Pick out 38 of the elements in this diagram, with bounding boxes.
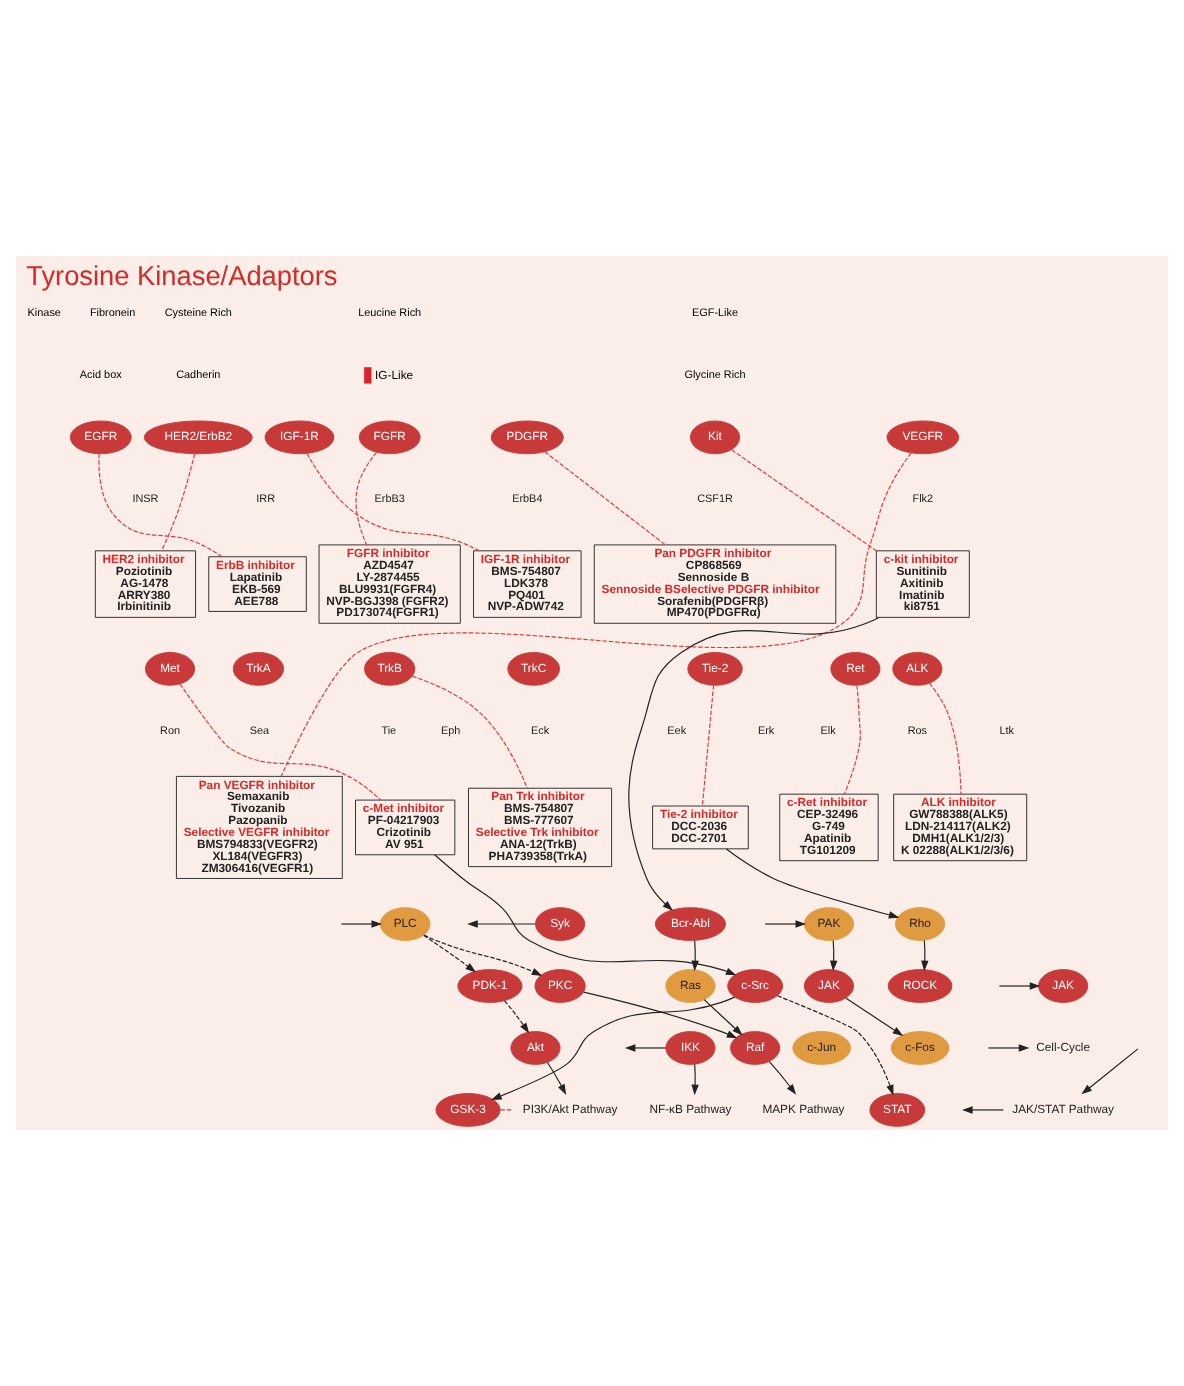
arrow (340, 920, 383, 928)
diagram-title: Tyrosine Kinase/Adaptors (26, 261, 338, 292)
connector (280, 452, 912, 777)
connector (161, 453, 196, 552)
arrow (546, 1061, 567, 1095)
arrow (691, 939, 699, 972)
connector (544, 451, 666, 546)
arrow (768, 1061, 797, 1095)
arrow (491, 996, 736, 1100)
arrow (987, 1044, 1030, 1052)
arrow (423, 934, 543, 976)
arrow (725, 848, 900, 919)
arrow (845, 997, 904, 1036)
arrow (830, 939, 838, 972)
arrow (423, 934, 477, 973)
arrow (624, 1044, 667, 1052)
connector (928, 682, 962, 795)
connector (843, 684, 861, 795)
arrow (962, 1106, 1004, 1114)
connector (306, 452, 480, 552)
arrow (998, 982, 1041, 990)
arrow (776, 995, 894, 1096)
arrow (583, 991, 738, 1039)
connector (411, 675, 528, 789)
connector (499, 1109, 514, 1111)
arrow (1081, 1048, 1139, 1095)
connector (355, 451, 378, 546)
connector (98, 453, 223, 558)
connector (179, 683, 382, 801)
arrow (504, 1000, 530, 1034)
arrow (764, 920, 807, 928)
arrow (467, 920, 536, 928)
arrow (691, 1063, 699, 1096)
connector (731, 449, 877, 552)
connector (701, 684, 715, 807)
arrow (921, 939, 929, 972)
arrow (703, 999, 743, 1036)
arrow (434, 854, 737, 976)
